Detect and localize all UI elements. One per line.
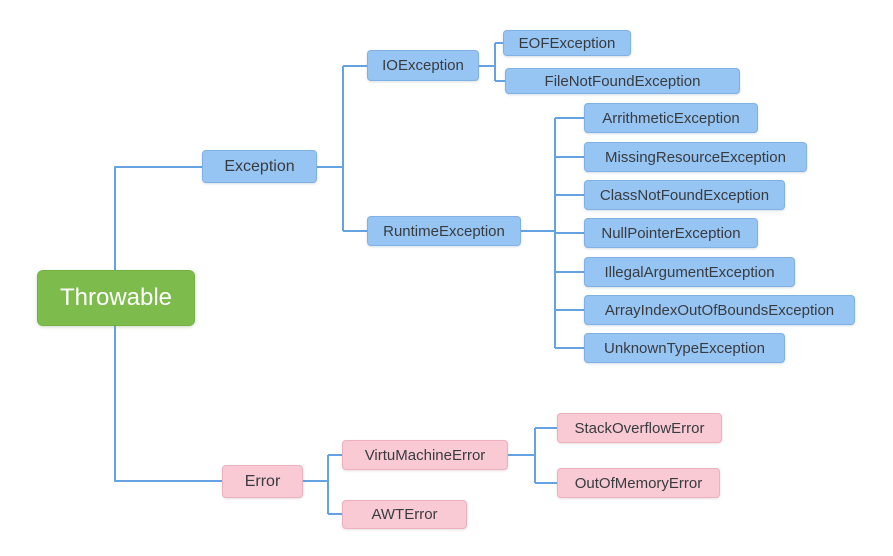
node-ioexception[interactable]: IOException xyxy=(367,50,479,81)
node-error[interactable]: Error xyxy=(222,465,303,498)
node-awterror[interactable]: AWTError xyxy=(342,500,467,529)
node-virtumachineerror[interactable]: VirtuMachineError xyxy=(342,440,508,470)
connector-runtime-children xyxy=(521,117,584,349)
node-illegalargumentexception[interactable]: IllegalArgumentException xyxy=(584,257,795,287)
node-outofmemoryerror[interactable]: OutOfMemoryError xyxy=(557,468,720,498)
node-arrithmeticexception[interactable]: ArrithmeticException xyxy=(584,103,758,133)
node-classnotfoundexception[interactable]: ClassNotFoundException xyxy=(584,180,785,210)
connector-error-children xyxy=(303,454,342,515)
connector-ioexception-children xyxy=(479,42,506,82)
node-throwable[interactable]: Throwable xyxy=(37,270,195,326)
node-exception[interactable]: Exception xyxy=(202,150,317,183)
node-stackoverflowerror[interactable]: StackOverflowError xyxy=(557,413,722,443)
node-arrayindexoutofboundsexception[interactable]: ArrayIndexOutOfBoundsException xyxy=(584,295,855,325)
node-eofexception[interactable]: EOFException xyxy=(503,30,631,56)
node-nullpointerexception[interactable]: NullPointerException xyxy=(584,218,758,248)
node-missingresourceexception[interactable]: MissingResourceException xyxy=(584,142,807,172)
connector-throwable-error xyxy=(114,325,222,482)
connector-throwable-exception xyxy=(114,166,202,270)
connector-exception-children xyxy=(317,65,367,232)
node-unknowntypeexception[interactable]: UnknownTypeException xyxy=(584,333,785,363)
connector-virtumachine-children xyxy=(508,427,557,484)
node-runtimeexception[interactable]: RuntimeException xyxy=(367,216,521,246)
node-filenotfoundexception[interactable]: FileNotFoundException xyxy=(505,68,740,94)
